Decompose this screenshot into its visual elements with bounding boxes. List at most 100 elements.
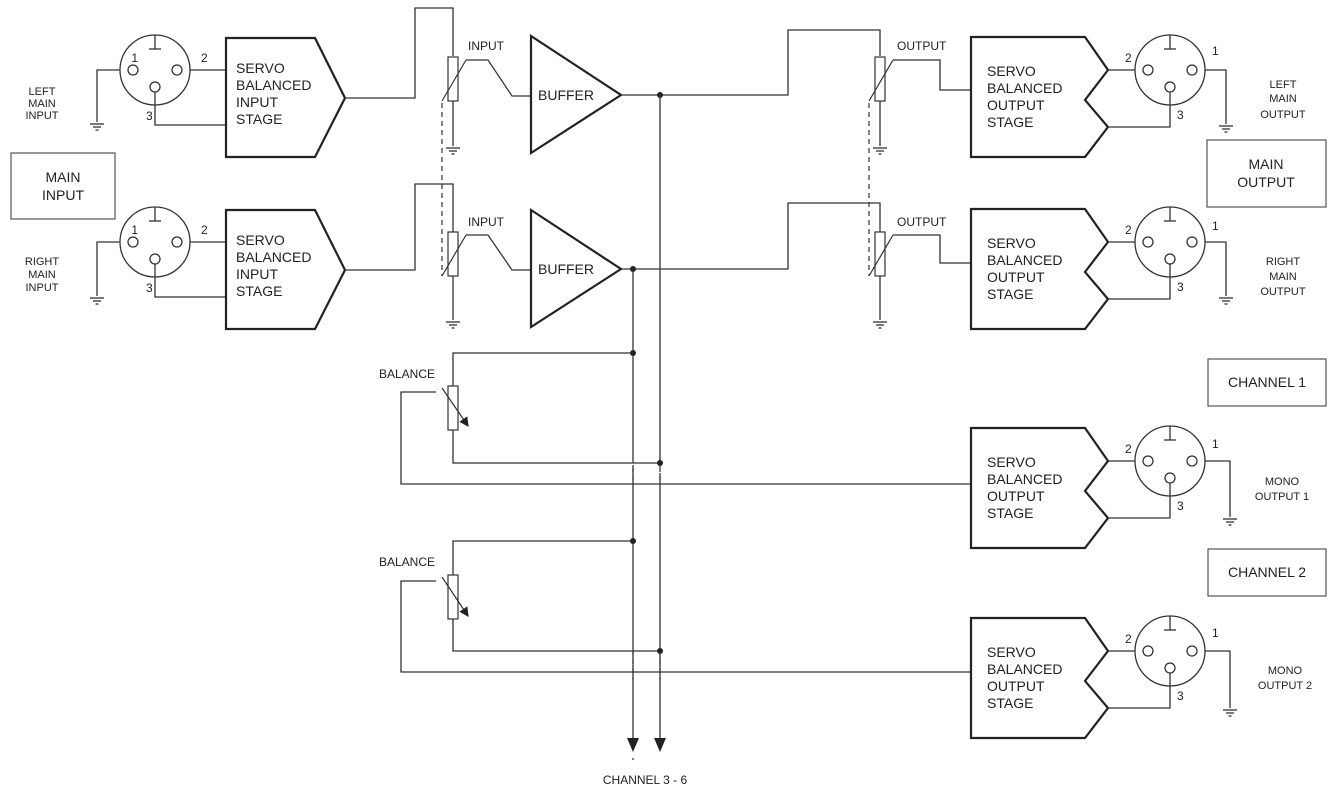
svg-text:BUFFER: BUFFER: [538, 87, 594, 103]
svg-text:MAIN: MAIN: [1249, 156, 1284, 172]
svg-text:CHANNEL 1: CHANNEL 1: [1228, 374, 1306, 390]
svg-text:BALANCED: BALANCED: [987, 80, 1062, 96]
right-main-input-label: RIGHT MAIN INPUT: [25, 256, 60, 294]
svg-text:BALANCED: BALANCED: [987, 252, 1062, 268]
channel-1-box: CHANNEL 1: [1207, 358, 1327, 407]
svg-text:STAGE: STAGE: [987, 114, 1033, 130]
svg-text:STAGE: STAGE: [987, 695, 1033, 711]
balance-pot-2: BALANCE: [379, 538, 970, 673]
left-buffer: BUFFER: [529, 33, 624, 156]
svg-text:BALANCED: BALANCED: [987, 661, 1062, 677]
pin-1-label: 1: [1212, 437, 1219, 451]
channel-3-6-label: CHANNEL 3 - 6: [603, 773, 688, 787]
right-main-output-label: RIGHT MAIN OUTPUT: [1260, 256, 1306, 298]
left-servo-balanced-output-stage: SERVO BALANCED OUTPUT STAGE: [969, 35, 1110, 159]
svg-text:OUTPUT: OUTPUT: [987, 678, 1045, 694]
balance-label: BALANCE: [379, 367, 435, 381]
main-output-box: MAIN OUTPUT: [1206, 139, 1327, 208]
output-pot-label: OUTPUT: [897, 215, 947, 229]
left-main-output-connector: 2 1 3: [1125, 34, 1219, 122]
svg-text:OUTPUT: OUTPUT: [1237, 174, 1295, 190]
right-output-pot: OUTPUT: [868, 215, 970, 329]
svg-text:OUTPUT: OUTPUT: [987, 488, 1045, 504]
svg-text:RIGHT: RIGHT: [25, 256, 60, 268]
svg-text:STAGE: STAGE: [987, 286, 1033, 302]
svg-text:SERVO: SERVO: [987, 454, 1036, 470]
svg-text:INPUT: INPUT: [42, 187, 84, 203]
svg-text:MAIN: MAIN: [46, 169, 81, 185]
balance-label: BALANCE: [379, 555, 435, 569]
svg-text:LEFT: LEFT: [29, 86, 56, 98]
svg-text:LEFT: LEFT: [1270, 79, 1297, 91]
mono-output-2-label: MONO OUTPUT 2: [1258, 665, 1312, 692]
input-pot-label: INPUT: [468, 215, 505, 229]
left-input-pot: INPUT: [441, 39, 530, 155]
input-pot-label: INPUT: [468, 39, 505, 53]
pin-1-label: 1: [1212, 219, 1219, 233]
svg-text:BUFFER: BUFFER: [538, 261, 594, 277]
svg-text:INPUT: INPUT: [26, 110, 59, 122]
left-main-input-connector: 1 2 3: [119, 34, 208, 123]
mono-output-1-connector: 2 1 3: [1125, 425, 1219, 513]
svg-text:OUTPUT: OUTPUT: [1260, 109, 1306, 121]
svg-text:BALANCED: BALANCED: [236, 249, 311, 265]
svg-text:STAGE: STAGE: [987, 505, 1033, 521]
pin-3-label: 3: [146, 109, 153, 123]
svg-text:MONO: MONO: [1268, 665, 1303, 677]
output-pot-label: OUTPUT: [897, 39, 947, 53]
pin-2-label: 2: [1125, 51, 1132, 65]
svg-text:SERVO: SERVO: [987, 63, 1036, 79]
pin-3-label: 3: [1177, 689, 1184, 703]
svg-text:INPUT: INPUT: [236, 266, 278, 282]
channel-3-6-arrow: [654, 738, 666, 752]
channel-2-box: CHANNEL 2: [1207, 548, 1327, 597]
pin-2-label: 2: [1125, 442, 1132, 456]
left-main-input-label: LEFT MAIN INPUT: [26, 86, 59, 122]
pin-2-label: 2: [1125, 632, 1132, 646]
channel-3-6-arrow: [627, 738, 639, 752]
pin-3-label: 3: [1177, 499, 1184, 513]
svg-text:SERVO: SERVO: [236, 60, 285, 76]
svg-text:MONO: MONO: [1265, 476, 1300, 488]
right-servo-balanced-input-stage: SERVO BALANCED INPUT STAGE: [224, 208, 347, 331]
mono-1-servo-balanced-output-stage: SERVO BALANCED OUTPUT STAGE: [969, 426, 1110, 550]
pin-3-label: 3: [1177, 280, 1184, 294]
svg-text:CHANNEL 2: CHANNEL 2: [1228, 564, 1306, 580]
svg-text:SERVO: SERVO: [236, 232, 285, 248]
right-main-output-connector: 2 1 3: [1125, 206, 1219, 294]
right-servo-balanced-output-stage: SERVO BALANCED OUTPUT STAGE: [969, 207, 1110, 331]
svg-text:BALANCED: BALANCED: [987, 471, 1062, 487]
left-output-pot: OUTPUT: [868, 39, 970, 155]
svg-text:INPUT: INPUT: [236, 94, 278, 110]
svg-text:OUTPUT: OUTPUT: [987, 269, 1045, 285]
svg-text:MAIN: MAIN: [1269, 271, 1297, 283]
right-buffer: BUFFER: [529, 207, 624, 330]
pin-1-label: 1: [131, 223, 138, 237]
balance-pot-1: BALANCE: [379, 350, 970, 485]
svg-text:SERVO: SERVO: [987, 644, 1036, 660]
svg-text:OUTPUT 2: OUTPUT 2: [1258, 680, 1312, 692]
svg-text:SERVO: SERVO: [987, 235, 1036, 251]
svg-text:STAGE: STAGE: [236, 111, 282, 127]
pin-3-label: 3: [1177, 108, 1184, 122]
right-main-input-connector: 1 2 3: [119, 206, 208, 295]
svg-text:OUTPUT 1: OUTPUT 1: [1255, 491, 1309, 503]
pin-1-label: 1: [1212, 44, 1219, 58]
pin-1-label: 1: [131, 51, 138, 65]
right-input-pot: INPUT: [441, 215, 530, 329]
svg-text:OUTPUT: OUTPUT: [1260, 286, 1306, 298]
mono-output-2-connector: 2 1 3: [1125, 615, 1219, 703]
svg-text:STAGE: STAGE: [236, 283, 282, 299]
pin-2-label: 2: [201, 223, 208, 237]
mono-2-servo-balanced-output-stage: SERVO BALANCED OUTPUT STAGE: [969, 616, 1110, 740]
pin-2-label: 2: [1125, 223, 1132, 237]
svg-text:OUTPUT: OUTPUT: [987, 97, 1045, 113]
main-input-box: MAIN INPUT: [10, 152, 116, 220]
svg-text:MAIN: MAIN: [28, 98, 56, 110]
svg-text:BALANCED: BALANCED: [236, 77, 311, 93]
pin-3-label: 3: [146, 281, 153, 295]
svg-text:MAIN: MAIN: [1269, 93, 1297, 105]
left-servo-balanced-input-stage: SERVO BALANCED INPUT STAGE: [224, 36, 347, 159]
pin-2-label: 2: [201, 51, 208, 65]
